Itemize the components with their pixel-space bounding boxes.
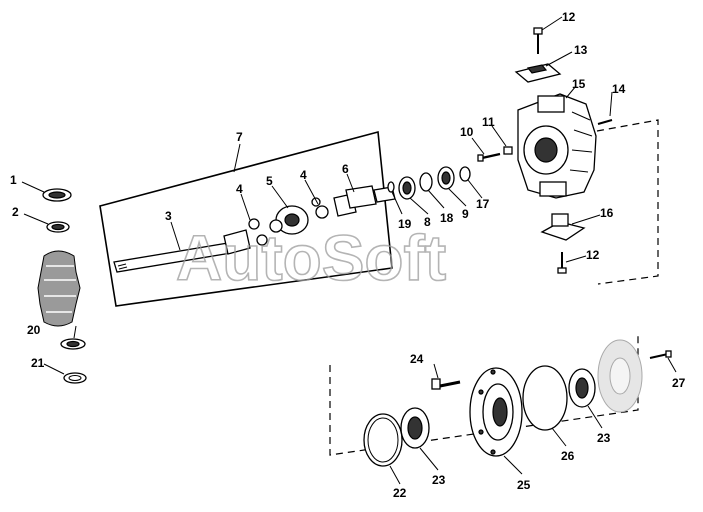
bolt-part-14 [597, 119, 613, 125]
seal-part-20 [60, 338, 86, 350]
seal-part-23-right [568, 368, 596, 408]
callout-21: 21 [31, 356, 45, 370]
callout-25: 25 [517, 478, 531, 492]
o-ring-part-26 [522, 365, 568, 431]
callout-16: 16 [600, 206, 614, 220]
callout-23-right: 23 [597, 431, 611, 445]
callout-17: 17 [476, 197, 490, 211]
callout-3: 3 [165, 209, 172, 223]
callout-4-right: 4 [300, 168, 307, 182]
callout-9: 9 [462, 207, 469, 221]
bearing-part-9 [437, 166, 455, 190]
callout-7: 7 [236, 130, 243, 144]
washer-part-18 [419, 172, 433, 192]
callout-5: 5 [266, 174, 273, 188]
seal-part-23-left [400, 407, 430, 449]
bearing-part-2 [46, 221, 70, 233]
boot-stipple [37, 250, 81, 327]
watermark-text: AutoSoft [176, 222, 446, 294]
center-joint-part-5 [269, 205, 309, 235]
cap-part-16 [540, 213, 586, 241]
callout-12-top: 12 [562, 10, 576, 24]
callout-18: 18 [440, 211, 454, 225]
ring-part-22 [363, 413, 403, 467]
callout-13: 13 [574, 43, 588, 57]
callout-4-left: 4 [236, 182, 243, 196]
callout-labels: 1 2 3 4 4 5 6 7 8 9 10 11 12 12 13 14 15… [10, 10, 686, 500]
nut-part-11 [503, 146, 513, 155]
callout-2: 2 [12, 205, 19, 219]
bolt-part-12-top [533, 27, 543, 54]
assembly-7-frame [99, 130, 393, 307]
callout-24: 24 [410, 352, 424, 366]
housing-group-dashed-frame [596, 119, 659, 285]
bolt-part-12-bottom [557, 252, 567, 274]
cap-part-13 [514, 63, 562, 83]
callout-1: 1 [10, 173, 17, 187]
knuckle-housing-part-15 [517, 93, 597, 199]
bolt-part-10 [477, 152, 501, 162]
callout-8: 8 [424, 215, 431, 229]
bolt-part-24 [431, 378, 461, 390]
callout-14: 14 [612, 82, 626, 96]
callout-15: 15 [572, 77, 586, 91]
callout-6: 6 [342, 162, 349, 176]
callout-22: 22 [393, 486, 407, 500]
callout-23-left: 23 [432, 473, 446, 487]
seal-part-1 [42, 188, 72, 202]
callout-12-bottom: 12 [586, 248, 600, 262]
ring-part-21 [63, 372, 87, 384]
stub-shaft-part-6 [345, 185, 396, 209]
callout-11: 11 [482, 115, 495, 129]
callout-26: 26 [561, 449, 575, 463]
callout-27: 27 [672, 376, 686, 390]
ring-part-19 [387, 181, 395, 193]
bolt-part-27 [649, 350, 672, 359]
leader-lines [21, 16, 677, 485]
hub-flange-part-25 [469, 367, 523, 457]
callout-19: 19 [398, 217, 412, 231]
callout-10: 10 [460, 125, 474, 139]
yoke-part-4-left [223, 218, 268, 255]
callout-20: 20 [27, 323, 41, 337]
ring-part-17 [459, 166, 471, 182]
seal-part-8 [398, 176, 416, 200]
rotor-ghost [597, 339, 643, 413]
